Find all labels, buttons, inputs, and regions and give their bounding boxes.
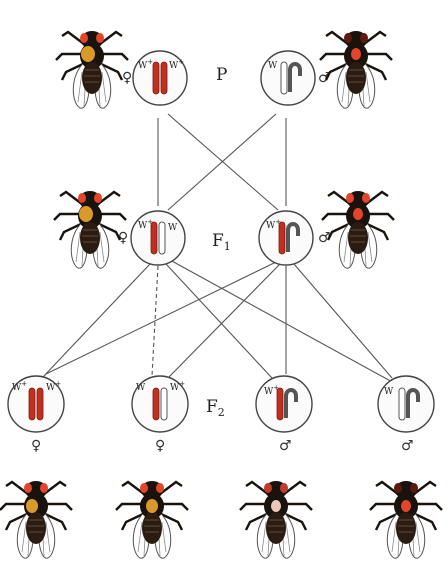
p-male-cell: W	[260, 50, 316, 106]
allele-w-plus: W+	[169, 58, 184, 71]
female-symbol: ♀	[118, 230, 128, 246]
cross-line	[293, 263, 393, 379]
x-chromosome-white	[280, 61, 288, 95]
f1-male-cell: W+	[258, 210, 314, 266]
male-symbol: ♂	[401, 438, 414, 454]
x-chromosome-red	[28, 387, 36, 421]
allele-w: W	[268, 61, 278, 71]
f2-cell-4: W	[377, 375, 435, 433]
f2-cell-2: W W+	[131, 375, 189, 433]
f2-cell-1: W+ W+	[7, 375, 65, 433]
fly-red-eye-icon	[0, 480, 74, 559]
allele-w-plus: W+	[12, 380, 27, 393]
fly-red-eye-icon	[320, 190, 396, 269]
x-chromosome-white	[160, 387, 168, 421]
cross-line	[41, 263, 151, 379]
y-chromosome	[406, 388, 420, 418]
allele-w-plus: W+	[138, 58, 153, 71]
allele-w-plus: W+	[138, 218, 153, 231]
allele-w: W	[168, 223, 178, 233]
x-chromosome-white	[398, 387, 406, 421]
male-symbol: ♂	[318, 70, 331, 86]
cross-line	[151, 265, 159, 377]
allele-w-plus: W+	[46, 380, 61, 393]
generation-f2-letter: F	[206, 397, 218, 417]
female-symbol: ♀	[31, 438, 41, 454]
female-symbol: ♀	[155, 438, 165, 454]
cross-line	[167, 113, 277, 211]
fly-red-eye-icon	[238, 480, 314, 559]
generation-label-p: P	[216, 65, 227, 85]
x-chromosome-red	[36, 387, 44, 421]
allele-w: W	[136, 383, 146, 393]
generation-f2-subscript: 2	[218, 406, 225, 419]
x-chromosome-red	[276, 387, 284, 421]
cross-line	[45, 261, 277, 375]
x-chromosome-red	[152, 61, 160, 95]
p-female-cell: W+ W+	[132, 50, 188, 106]
f1-female-cell: W+ W	[130, 210, 186, 266]
y-chromosome	[284, 388, 298, 418]
cross-lines	[41, 113, 397, 385]
cross-line	[167, 113, 279, 211]
generation-label-f2: F2	[206, 397, 225, 419]
male-symbol: ♂	[279, 438, 292, 454]
fly-red-eye-icon	[54, 30, 130, 109]
male-symbol: ♂	[318, 230, 331, 246]
female-symbol: ♀	[122, 70, 132, 86]
y-chromosome	[286, 222, 300, 252]
cross-line	[169, 259, 397, 385]
cross-line	[167, 263, 281, 379]
generation-f1-letter: F	[212, 231, 224, 251]
x-chromosome-red	[152, 387, 160, 421]
allele-w-plus: W+	[264, 384, 279, 397]
fly-white-eye-icon	[318, 30, 394, 109]
generation-label-f1: F1	[212, 231, 231, 253]
allele-w-plus: W+	[170, 380, 185, 393]
allele-w-plus: W+	[266, 218, 281, 231]
x-chromosome-red	[278, 221, 286, 255]
allele-w: W	[384, 387, 394, 397]
fly-red-eye-icon	[52, 190, 128, 269]
f2-cell-3: W+	[255, 375, 313, 433]
fly-white-eye-icon	[368, 480, 444, 559]
x-chromosome-white	[158, 221, 166, 255]
y-chromosome	[288, 62, 302, 92]
fly-red-eye-icon	[114, 480, 190, 559]
x-chromosome-red	[160, 61, 168, 95]
x-chromosome-red	[150, 221, 158, 255]
cross-line	[165, 263, 273, 379]
generation-f1-subscript: 1	[224, 240, 231, 253]
